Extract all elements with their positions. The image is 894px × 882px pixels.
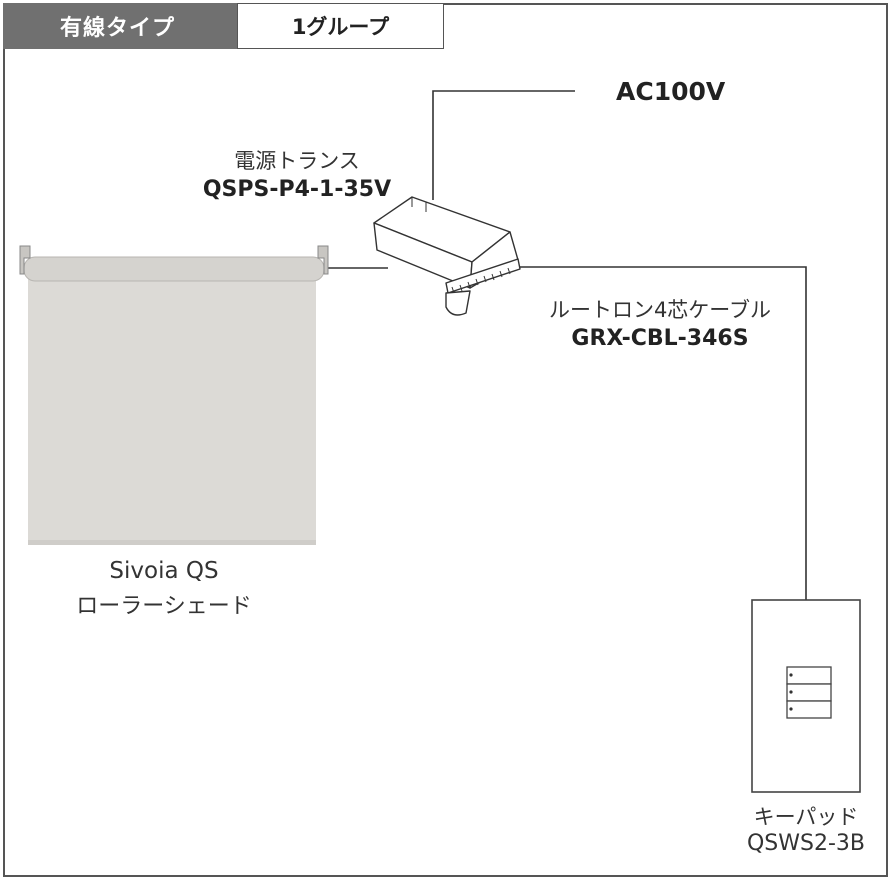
shade-name-line2: ローラーシェード: [76, 594, 252, 619]
shade-bottom-rail: [28, 540, 316, 545]
diagram-frame: [3, 3, 888, 877]
keypad-button-3: [786, 700, 832, 719]
group-tab: 1グループ: [237, 3, 444, 49]
power-label: AC100V: [616, 77, 726, 106]
shade-bracket-left: [19, 245, 31, 275]
power-transformer: [373, 196, 521, 316]
shade-name-line1: Sivoia QS: [109, 558, 219, 584]
transformer-mount-tab: [445, 290, 471, 316]
keypad-name: キーパッド: [753, 805, 859, 829]
keypad-cable: [520, 266, 807, 600]
transformer-terminal-block: [445, 258, 521, 294]
transformer-name: 電源トランス: [234, 149, 360, 173]
group-label: 1グループ: [291, 15, 390, 39]
shade-bracket-right: [317, 245, 329, 275]
keypad-model: QSWS2-3B: [746, 831, 866, 856]
keypad-device: [751, 599, 861, 793]
cable-model: GRX-CBL-346S: [571, 326, 749, 351]
roller-shade: [19, 245, 329, 545]
transformer-model: QSPS-P4-1-35V: [202, 177, 392, 202]
shade-roller-tube: [23, 256, 325, 282]
wiring-type-tab: 有線タイプ: [3, 3, 237, 49]
shade-fabric: [28, 270, 316, 545]
wiring-type-label: 有線タイプ: [60, 16, 176, 41]
keypad-button-1: [786, 666, 832, 685]
keypad-button-2: [786, 683, 832, 702]
cable-name: ルートロン4芯ケーブル: [548, 298, 772, 322]
ac-power-line: [432, 90, 575, 200]
